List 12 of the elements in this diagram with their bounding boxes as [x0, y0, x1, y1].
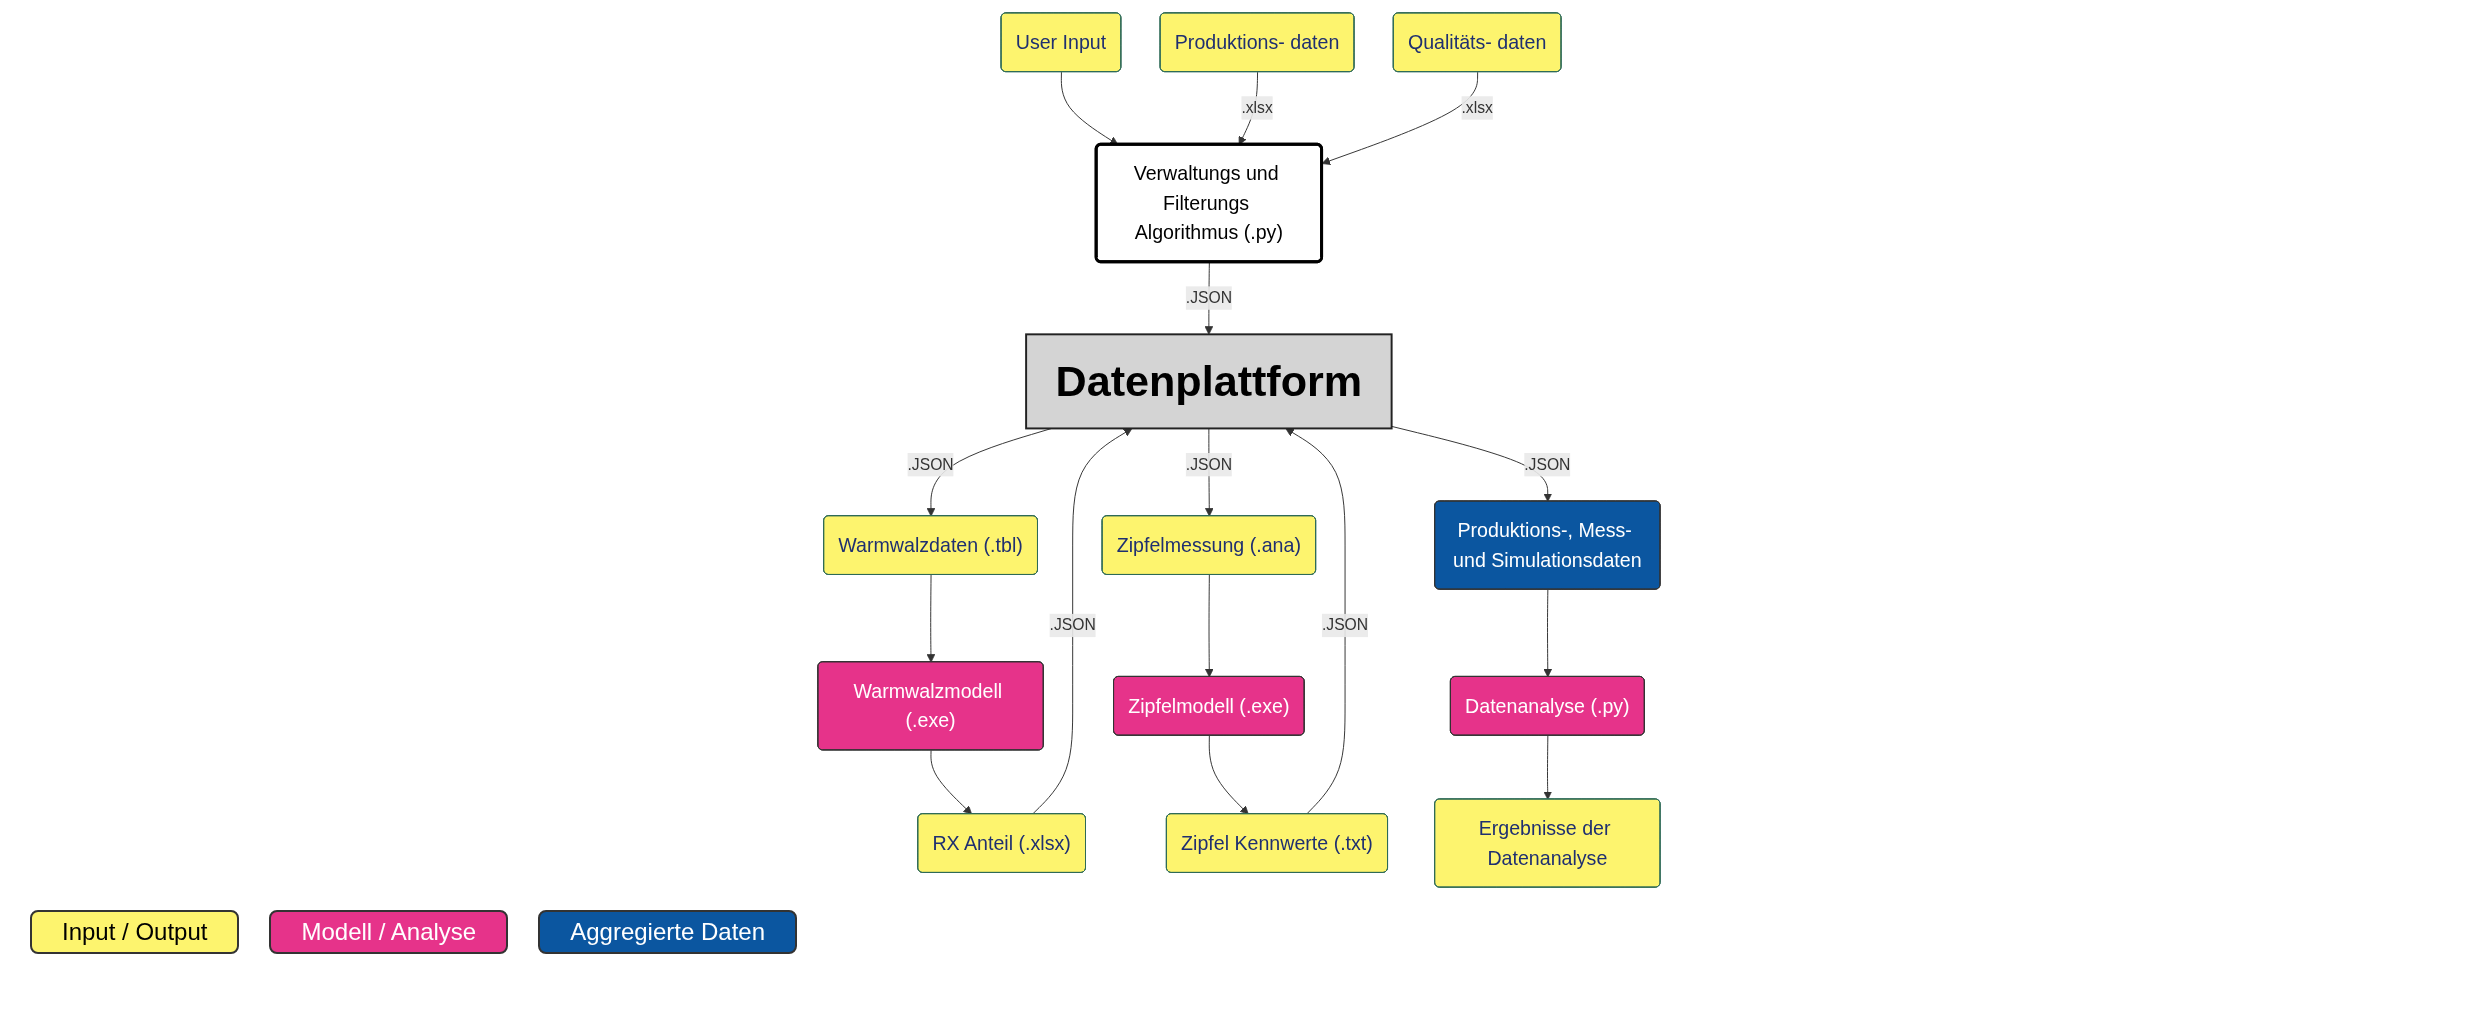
legend-swatch: Input / Output: [30, 910, 240, 954]
legend-swatch: Modell / Analyse: [269, 910, 509, 954]
edge-label: .JSON: [907, 455, 954, 473]
edge-label: .JSON: [1524, 455, 1571, 473]
edge-label: .xlsx: [1241, 99, 1273, 116]
edge-label: .xlsx: [1461, 99, 1493, 116]
edge-label: .JSON: [1185, 289, 1232, 306]
edge-label: .JSON: [1185, 455, 1232, 473]
edge-label: .JSON: [1321, 616, 1369, 634]
node-box: Datenplattform: [1025, 333, 1393, 430]
legend-swatch: Aggregierte Daten: [538, 910, 797, 954]
edge-label: .JSON: [1049, 616, 1096, 634]
